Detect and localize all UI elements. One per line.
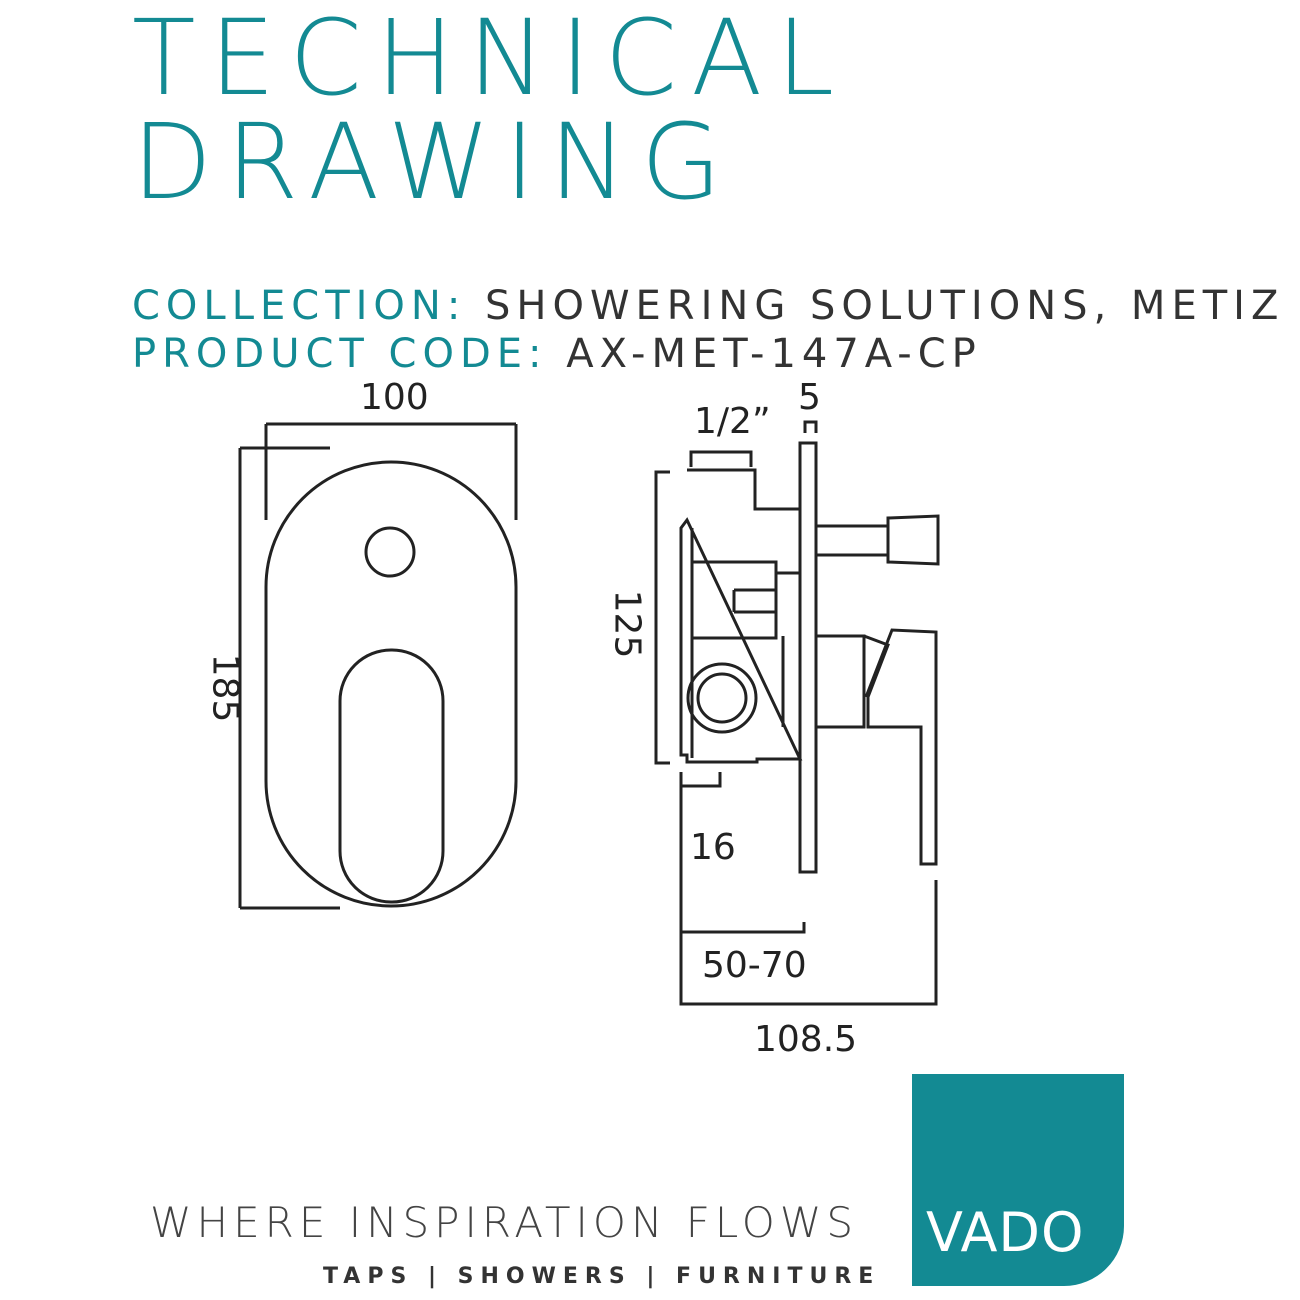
thread-dimension — [689, 450, 753, 467]
depth-dimension — [679, 786, 938, 1006]
dim-width: 100 — [360, 377, 429, 418]
front-view — [238, 422, 518, 910]
title-line-2: DRAWING — [132, 101, 736, 223]
height-dimension-line — [238, 446, 340, 910]
tagline: WHERE INSPIRATION FLOWS — [150, 1198, 859, 1247]
subline: TAPS | SHOWERS | FURNITURE — [323, 1264, 881, 1289]
valve-body — [679, 468, 803, 764]
collection-value: SHOWERING SOLUTIONS, METIZ — [485, 283, 1285, 329]
inlet-inner — [696, 672, 748, 724]
dim-depth-range: 50-70 — [702, 945, 807, 986]
body-height-dimension — [654, 470, 670, 765]
product-code-line: PRODUCT CODE: AX-MET-147A-CP — [132, 334, 982, 374]
dim-thread: 1/2” — [694, 401, 771, 442]
logo-text: VADO — [926, 1201, 1085, 1264]
lever-handle — [863, 628, 938, 866]
offset-dimension — [679, 772, 722, 788]
product-code-label: PRODUCT CODE: — [132, 331, 548, 377]
plate-side — [798, 441, 818, 874]
plate-dimension — [803, 420, 818, 433]
cartridge — [692, 560, 800, 640]
diverter-hole — [364, 526, 416, 578]
inlet-outer — [686, 662, 758, 734]
collection-label: COLLECTION: — [132, 283, 467, 329]
dim-body-height: 125 — [606, 589, 648, 659]
vado-logo: VADO — [912, 1074, 1124, 1286]
dim-offset: 16 — [690, 827, 736, 868]
product-code-value: AX-MET-147A-CP — [566, 331, 982, 377]
title-line-1: TECHNICAL — [132, 0, 849, 119]
lever-outline — [338, 648, 445, 904]
lever-base — [781, 634, 866, 729]
dim-plate: 5 — [798, 377, 821, 418]
side-view — [654, 420, 940, 1006]
diverter-knob — [816, 514, 940, 566]
faceplate-outline — [264, 460, 518, 908]
dim-total-depth: 108.5 — [754, 1019, 858, 1060]
dim-height: 185 — [204, 653, 246, 723]
width-dimension-line — [264, 422, 518, 520]
collection-line: COLLECTION: SHOWERING SOLUTIONS, METIZ — [132, 286, 1284, 326]
